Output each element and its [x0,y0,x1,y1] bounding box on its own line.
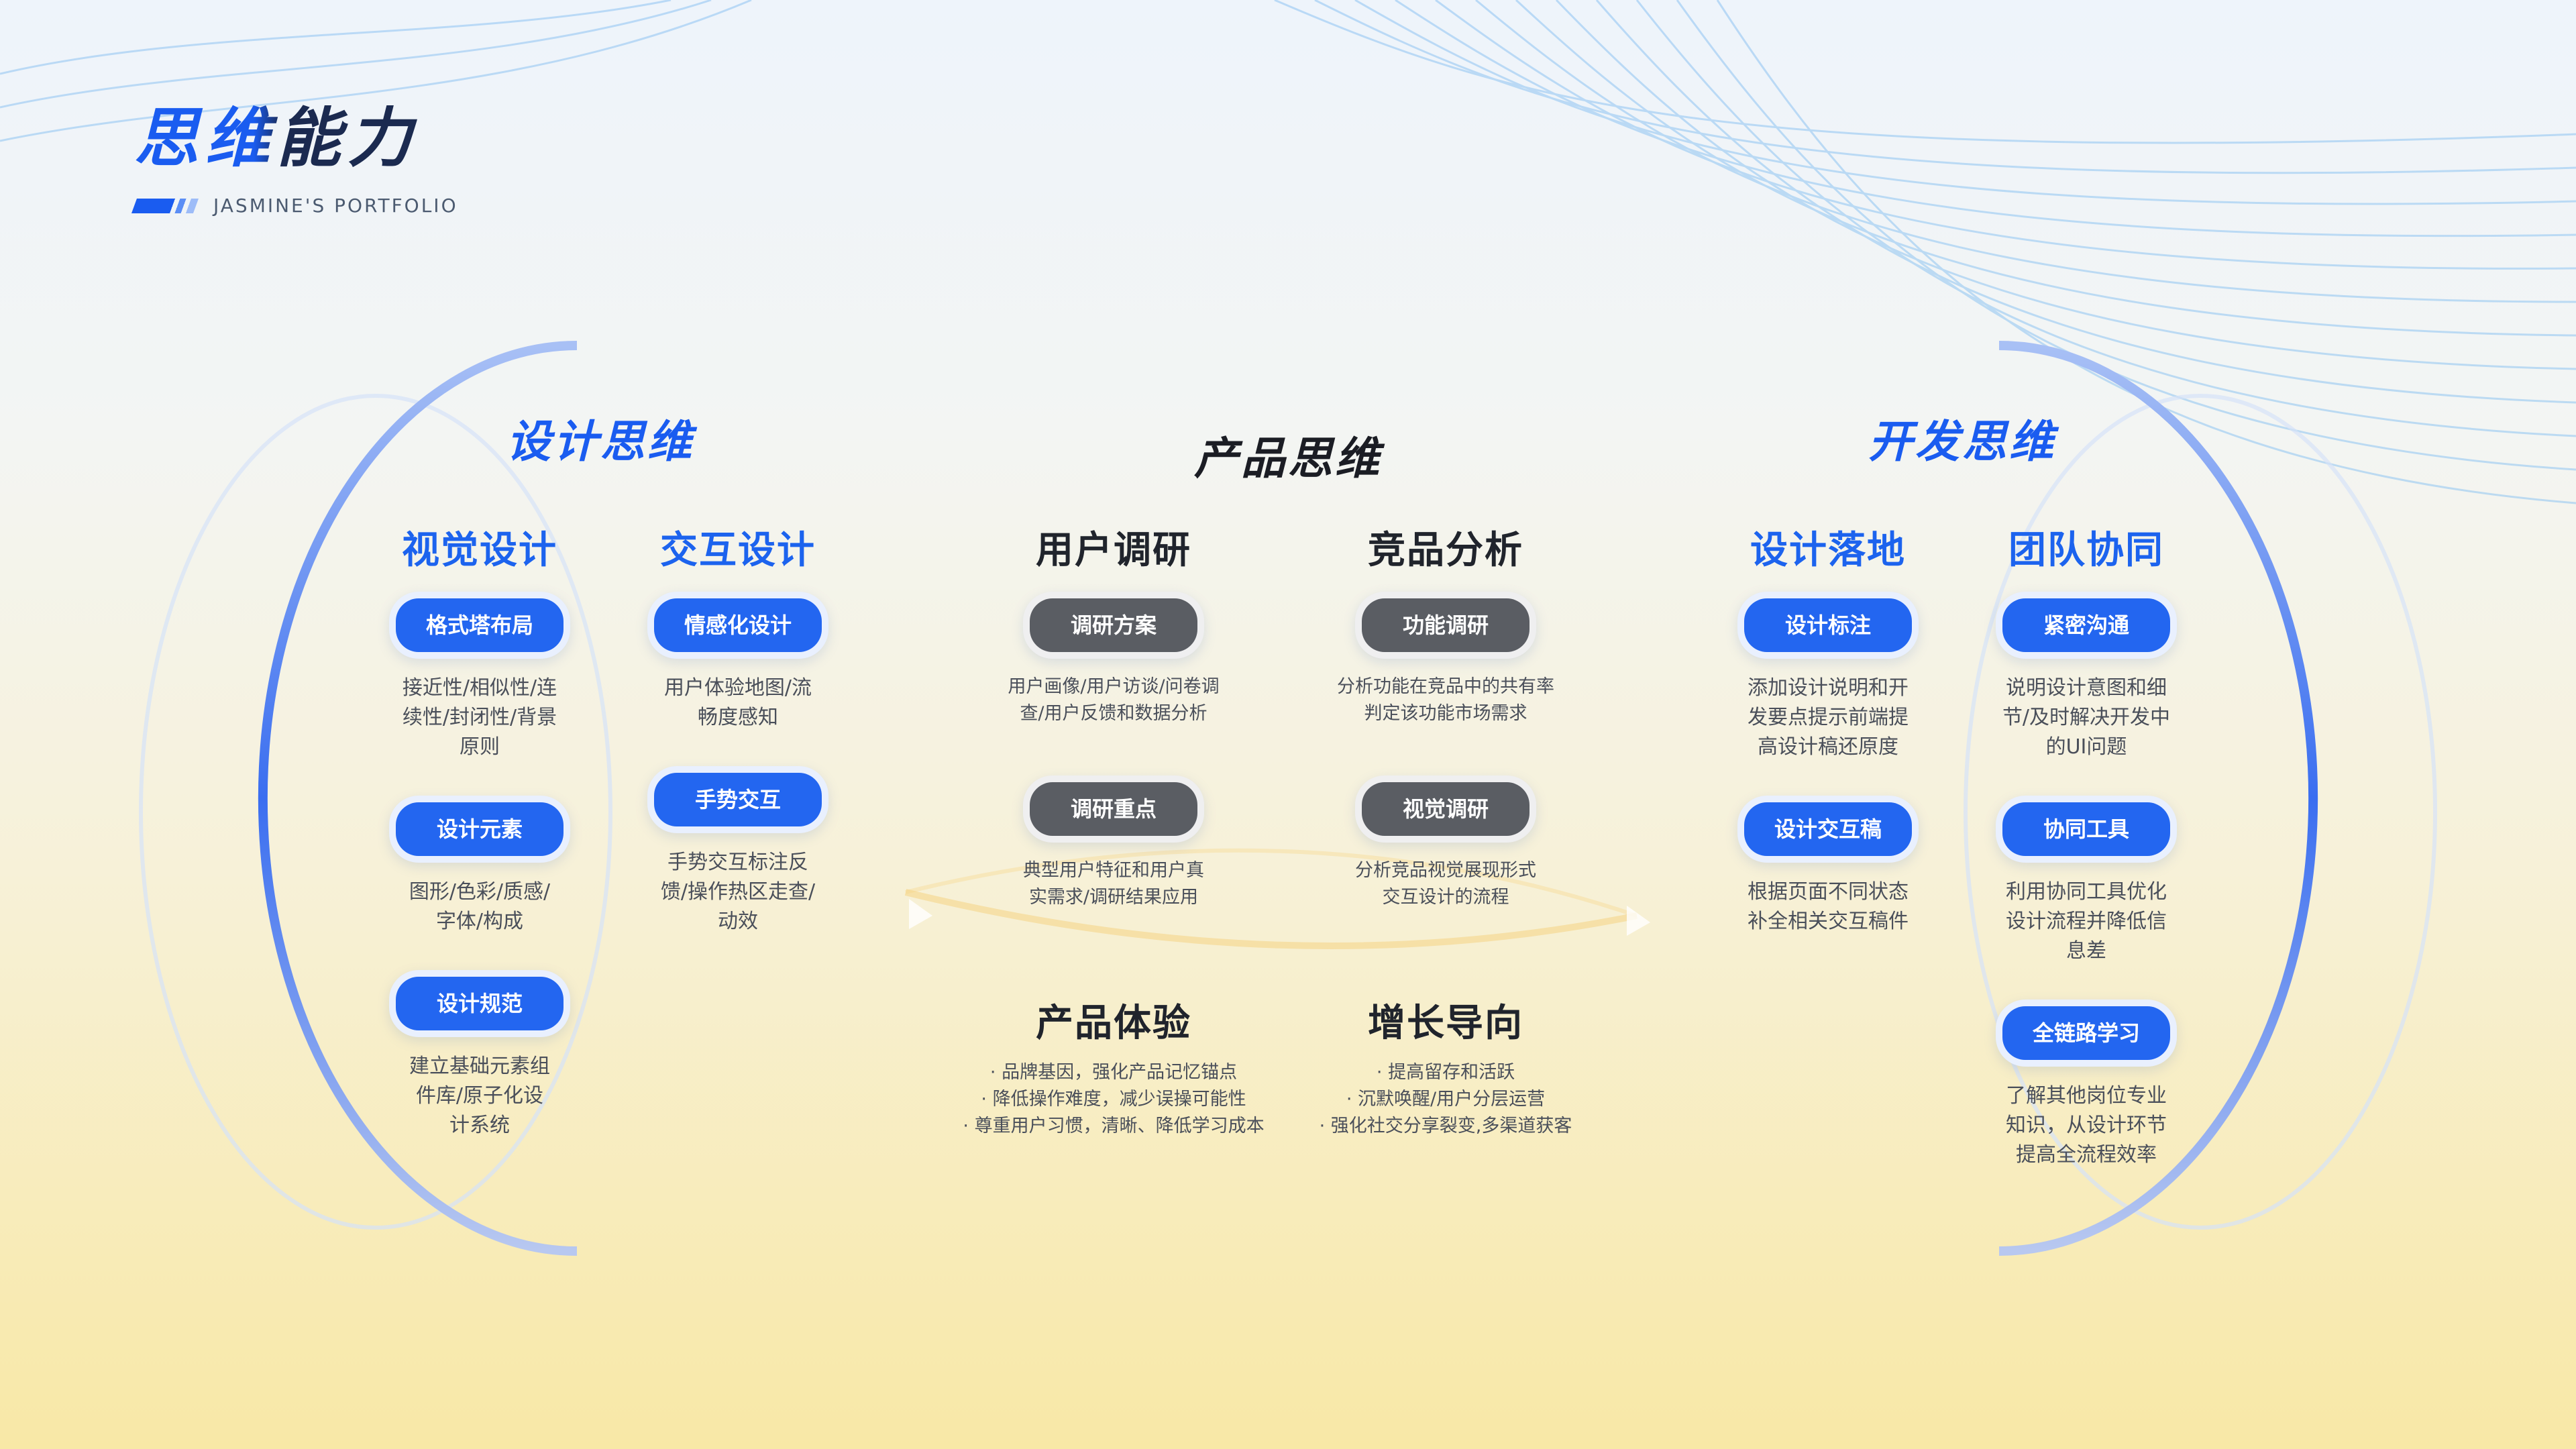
column-product-experience: 产品体验 · 品牌基因，强化产品记忆锚点 · 降低操作难度，减少误操可能性 · … [939,993,1288,1140]
bullet-item: · 沉默唤醒/用户分层运营 [1346,1089,1546,1110]
skill-item: 调研方案 用户画像/用户访谈/问卷调查/用户反馈和数据分析 [973,592,1254,727]
skill-item: 功能调研 分析功能在竞品中的共有率判定该功能市场需求 [1305,592,1587,727]
skill-desc: 手势交互标注反馈/操作热区走查/动效 [660,851,816,933]
skill-desc: 分析功能在竞品中的共有率判定该功能市场需求 [1337,676,1554,724]
section-title-design: 设计思维 [506,416,694,468]
skill-pill[interactable]: 设计标注 [1737,592,1919,659]
skill-pill[interactable]: 设计元素 [389,796,570,863]
page-title: 思维能力 [134,86,419,179]
skill-pill[interactable]: 格式塔布局 [389,592,570,659]
column-team-collaboration: 团队协同 紧密沟通 说明设计意图和细节/及时解决开发中的UI问题 协同工具 利用… [1945,520,2227,1203]
column-interaction-design: 交互设计 情感化设计 用户体验地图/流畅度感知 手势交互 手势交互标注反馈/操作… [597,520,879,970]
subtitle-row: JASMINE'S PORTFOLIO [131,195,458,217]
section-title-dev: 开发思维 [1868,416,2056,468]
skill-item: 视觉调研 分析竞品视觉展现形式交互设计的流程 [1305,775,1587,911]
skill-item: 设计交互稿 根据页面不同状态补全相关交互稿件 [1687,796,1969,936]
column-heading: 竞品分析 [1368,529,1523,572]
skill-desc: 利用协同工具优化设计流程并降低信息差 [2006,880,2167,963]
bullet-item: · 强化社交分享裂变,多渠道获客 [1319,1116,1572,1136]
skill-pill[interactable]: 设计交互稿 [1737,796,1919,863]
skill-pill[interactable]: 调研方案 [1023,592,1204,659]
skill-pill[interactable]: 手势交互 [647,766,828,833]
skill-desc: 了解其他岗位专业知识，从设计环节提高全流程效率 [2006,1084,2167,1167]
skill-item: 设计元素 图形/色彩/质感/字体/构成 [339,796,621,936]
column-user-research: 用户调研 调研方案 用户画像/用户访谈/问卷调查/用户反馈和数据分析 调研重点 … [973,520,1254,945]
skill-desc: 分析竞品视觉展现形式交互设计的流程 [1355,860,1536,908]
skill-pill[interactable]: 紧密沟通 [1996,592,2177,659]
skill-item: 格式塔布局 接近性/相似性/连续性/封闭性/背景原则 [339,592,621,762]
accent-bar [131,198,199,213]
skill-pill[interactable]: 设计规范 [389,970,570,1037]
column-heading: 交互设计 [660,529,816,572]
skill-pill[interactable]: 全链路学习 [1996,1000,2177,1067]
column-heading: 视觉设计 [402,529,557,572]
bracket-rings [258,341,2318,1256]
column-design-landing: 设计落地 设计标注 添加设计说明和开发要点提示前端提高设计稿还原度 设计交互稿 … [1687,520,1969,970]
skill-item: 设计规范 建立基础元素组件库/原子化设计系统 [339,970,621,1140]
column-heading: 增长导向 [1368,1002,1523,1045]
skill-pill[interactable]: 调研重点 [1023,775,1204,843]
skill-item: 情感化设计 用户体验地图/流畅度感知 [597,592,879,733]
wave-lines [0,0,2576,504]
skill-desc: 典型用户特征和用户真实需求/调研结果应用 [1023,860,1204,908]
skill-desc: 根据页面不同状态补全相关交互稿件 [1748,880,1909,933]
column-visual-design: 视觉设计 格式塔布局 接近性/相似性/连续性/封闭性/背景原则 设计元素 图形/… [339,520,621,1174]
skill-item: 全链路学习 了解其他岗位专业知识，从设计环节提高全流程效率 [1945,1000,2227,1170]
column-growth-oriented: 增长导向 · 提高留存和活跃 · 沉默唤醒/用户分层运营 · 强化社交分享裂变,… [1271,993,1620,1140]
skill-pill[interactable]: 情感化设计 [647,592,828,659]
bullet-item: · 品牌基因，强化产品记忆锚点 [989,1062,1238,1083]
skill-item: 协同工具 利用协同工具优化设计流程并降低信息差 [1945,796,2227,966]
skill-desc: 用户体验地图/流畅度感知 [663,676,812,729]
column-heading: 团队协同 [2008,529,2164,572]
skill-desc: 接近性/相似性/连续性/封闭性/背景原则 [402,676,557,759]
bullet-list: · 品牌基因，强化产品记忆锚点 · 降低操作难度，减少误操可能性 · 尊重用户习… [939,1059,1288,1140]
column-heading: 设计落地 [1750,529,1906,572]
skill-item: 紧密沟通 说明设计意图和细节/及时解决开发中的UI问题 [1945,592,2227,762]
skill-desc: 添加设计说明和开发要点提示前端提高设计稿还原度 [1748,676,1909,759]
bullet-item: · 提高留存和活跃 [1376,1062,1515,1083]
skill-pill[interactable]: 协同工具 [1996,796,2177,863]
skill-pill[interactable]: 视觉调研 [1355,775,1536,843]
bullet-list: · 提高留存和活跃 · 沉默唤醒/用户分层运营 · 强化社交分享裂变,多渠道获客 [1271,1059,1620,1140]
skill-pill[interactable]: 功能调研 [1355,592,1536,659]
section-title-product: 产品思维 [1194,433,1382,484]
column-heading: 产品体验 [1036,1002,1191,1045]
skill-desc: 建立基础元素组件库/原子化设计系统 [409,1055,550,1137]
skill-item: 手势交互 手势交互标注反馈/操作热区走查/动效 [597,766,879,936]
skill-desc: 用户画像/用户访谈/问卷调查/用户反馈和数据分析 [1008,676,1220,724]
skill-desc: 说明设计意图和细节/及时解决开发中的UI问题 [2002,676,2171,759]
bullet-item: · 尊重用户习惯，清晰、降低学习成本 [963,1116,1265,1136]
column-competitor-analysis: 竞品分析 功能调研 分析功能在竞品中的共有率判定该功能市场需求 视觉调研 分析竞… [1305,520,1587,945]
bullet-item: · 降低操作难度，减少误操可能性 [981,1089,1246,1110]
skill-desc: 图形/色彩/质感/字体/构成 [409,880,551,933]
portfolio-subtitle: JASMINE'S PORTFOLIO [213,195,458,217]
skill-item: 调研重点 典型用户特征和用户真实需求/调研结果应用 [973,775,1254,911]
skill-item: 设计标注 添加设计说明和开发要点提示前端提高设计稿还原度 [1687,592,1969,762]
column-heading: 用户调研 [1036,529,1191,572]
